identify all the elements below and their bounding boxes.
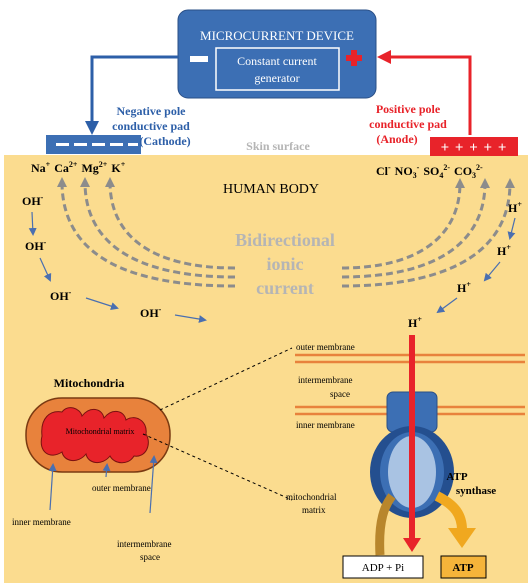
- anion-list: Cl-NO3-SO42-CO32-: [376, 163, 483, 180]
- cation-list: Na+Ca2+Mg2+K+: [31, 160, 126, 175]
- proton-channel: [409, 335, 415, 540]
- positive-pad-label-1: Positive pole: [376, 102, 441, 116]
- hydroxide-ion-1: OH-: [22, 193, 44, 208]
- human-body-title: HUMAN BODY: [223, 182, 319, 197]
- intermembrane-label-1: intermembrane: [298, 375, 352, 385]
- hydroxide-ion-4: OH-: [140, 305, 162, 320]
- hydroxide-ion-2: OH-: [25, 238, 47, 253]
- outer-membrane-label: outer membrane: [296, 342, 355, 352]
- proton-1: H+: [508, 200, 522, 215]
- proton-3: H+: [457, 280, 471, 295]
- atp-flow-arrow: [434, 491, 467, 531]
- atp-flow-arrowhead: [448, 528, 476, 548]
- hydroxide-ion-3: OH-: [50, 288, 72, 303]
- atp-label: ATP: [452, 562, 473, 574]
- proton-channel-arrowhead: [403, 538, 421, 552]
- zoom-matrix-label-1: mitochondrial: [286, 492, 337, 502]
- mitochondria-title: Mitochondria: [54, 376, 125, 390]
- ionic-current-line2: ionic: [266, 254, 303, 274]
- negative-pad-label-1: Negative pole: [117, 104, 187, 118]
- generator-line1: Constant current: [237, 54, 317, 68]
- generator-box: [215, 47, 340, 91]
- adp-flow-arrow: [375, 493, 396, 556]
- positive-pad-label-2: conductive pad: [369, 117, 447, 131]
- mitochondria-pointers: [48, 455, 158, 514]
- human-body-region: [4, 155, 528, 583]
- negative-pad-dashes: [56, 143, 138, 146]
- cathode-wire: [85, 55, 178, 135]
- negative-pad-label-3: (Cathode): [139, 134, 190, 148]
- skin-surface-label: Skin surface: [246, 139, 310, 153]
- hydroxide-arrows: [28, 211, 207, 323]
- anode-wire: [377, 50, 472, 135]
- right-ionic-arcs: [341, 178, 515, 288]
- mito-outer-membrane-label: outer membrane: [92, 483, 151, 493]
- positive-pad-label-3: (Anode): [376, 132, 417, 146]
- zoom-matrix-label-2: matrix: [302, 505, 326, 515]
- plus-icon: [346, 50, 362, 66]
- minus-icon: [190, 56, 208, 62]
- negative-pad-label-2: conductive pad: [112, 119, 190, 133]
- adp-box: [342, 555, 424, 579]
- microcurrent-device: [177, 9, 377, 99]
- mitochondrial-matrix-label: Mitochondrial matrix: [66, 427, 135, 436]
- atp-box: [440, 555, 487, 579]
- atp-synthase-label-2: synthase: [456, 485, 496, 497]
- left-ionic-arcs: [57, 177, 236, 288]
- zoom-line-top: [159, 347, 293, 411]
- device-title: MICROCURRENT DEVICE: [200, 28, 354, 43]
- positive-pad: [430, 137, 518, 156]
- ionic-current-line1: Bidirectional: [235, 230, 335, 250]
- proton-2: H+: [497, 243, 511, 258]
- atp-synthase-label-1: ATP: [446, 471, 467, 483]
- positive-pad-signs: + + + + +: [441, 140, 508, 156]
- proton-4: H+: [408, 315, 422, 330]
- mito-intermembrane-label-2: space: [140, 552, 160, 562]
- proton-arrows: [436, 217, 516, 314]
- mitochondrial-cristae: [40, 407, 149, 464]
- mito-intermembrane-label-1: intermembrane: [117, 539, 171, 549]
- adp-label: ADP + Pi: [362, 562, 404, 574]
- mito-inner-membrane-label: inner membrane: [12, 517, 71, 527]
- inner-membrane-label: inner membrane: [296, 420, 355, 430]
- generator-line2: generator: [254, 71, 299, 85]
- intermembrane-label-2: space: [330, 389, 350, 399]
- ionic-current-line3: current: [256, 278, 314, 298]
